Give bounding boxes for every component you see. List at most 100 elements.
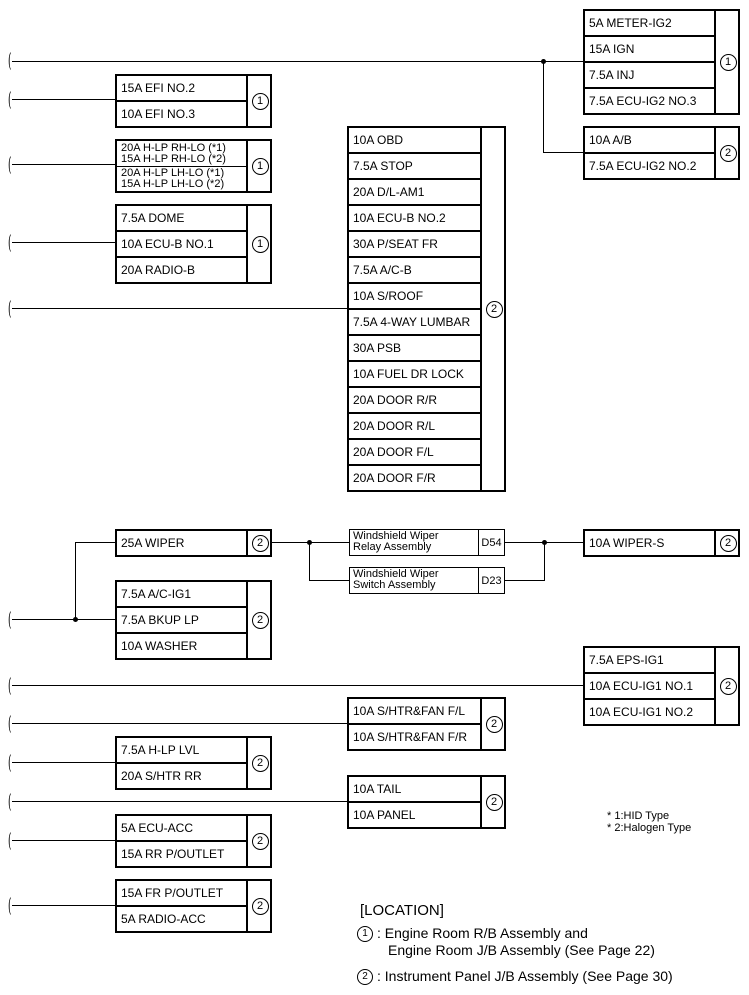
fuse-label: 7.5A ECU-IG2 NO.2: [589, 159, 697, 173]
fuse-box-acig1: 7.5A A/C-IG1 7.5A BKUP LP 10A WASHER 2: [115, 580, 272, 660]
fuse-label: 15A EFI NO.2: [117, 76, 246, 102]
fuse-box-shtr: 10A S/HTR&FAN F/L 10A S/HTR&FAN F/R 2: [347, 697, 506, 751]
location-marker: 2: [246, 881, 272, 931]
fuse-label: 10A WIPER-S: [589, 536, 665, 550]
location-number: 1: [251, 92, 269, 110]
fuse-box-efi: 15A EFI NO.2 10A EFI NO.3 1: [115, 74, 272, 128]
wire-bracket: (: [8, 48, 12, 72]
wire-meter: [12, 61, 585, 62]
fuse-box-fr-outlet: 15A FR P/OUTLET 5A RADIO-ACC 2: [115, 879, 272, 933]
location-number: 1: [357, 926, 373, 942]
wire-bracket: (: [8, 673, 12, 697]
wire-fr: [12, 905, 117, 906]
location-number: 2: [251, 534, 269, 552]
location-number: 1: [251, 235, 269, 253]
location-number: 2: [485, 300, 503, 318]
wire-acc: [12, 840, 117, 841]
wire-bracket: (: [8, 711, 12, 735]
wire-wiper-riser: [75, 542, 76, 620]
wire-switch-drop: [309, 542, 310, 581]
fuse-label: 10A EFI NO.3: [121, 107, 196, 121]
location-marker: 2: [246, 738, 272, 788]
fuse-label: 10A PANEL: [353, 808, 416, 822]
fuse-label: 10A ECU-B NO.2: [349, 206, 480, 232]
location-entry-line: : Instrument Panel J/B Assembly (See Pag…: [377, 968, 673, 984]
fuse-label: 10A OBD: [349, 128, 480, 154]
location-entry-1: 1 : Engine Room R/B Assembly and Engine …: [357, 925, 655, 959]
wire-bracket: (: [8, 230, 12, 254]
fuse-box-dome: 7.5A DOME 10A ECU-B NO.1 20A RADIO-B 1: [115, 204, 272, 284]
fuse-label: 7.5A ECU-IG2 NO.3: [589, 94, 697, 108]
location-number: 1: [719, 53, 737, 71]
location-marker: 2: [714, 648, 740, 724]
location-number: 2: [251, 611, 269, 629]
relay-label: Windshield Wiper Switch Assembly: [353, 569, 439, 591]
location-marker: 1: [714, 11, 740, 113]
fuse-box-obd: 10A OBD 7.5A STOP 20A D/L-AM1 10A ECU-B …: [347, 126, 506, 492]
wire-efi: [12, 99, 117, 100]
wire-ab: [543, 152, 585, 153]
junction-dot: [542, 540, 547, 545]
location-marker: 1: [246, 76, 272, 126]
fuse-label: 10A ECU-B NO.1: [117, 232, 246, 258]
fuse-box-ab: 10A A/B 7.5A ECU-IG2 NO.2 2: [583, 126, 740, 180]
location-marker: 2: [246, 816, 272, 866]
fuse-label: 7.5A 4-WAY LUMBAR: [349, 310, 480, 336]
location-number: 2: [485, 793, 503, 811]
wire-ab-drop: [543, 61, 544, 153]
fuse-label: 7.5A BKUP LP: [117, 608, 246, 634]
wire-bracket: (: [8, 296, 12, 320]
location-entry-text: : Engine Room R/B Assembly and Engine Ro…: [377, 925, 655, 959]
fuse-box-tail: 10A TAIL 10A PANEL 2: [347, 775, 506, 829]
fuse-label: 7.5A H-LP LVL: [117, 738, 246, 764]
fuse-label: 10A A/B: [585, 128, 714, 154]
location-entry-2: 2 : Instrument Panel J/B Assembly (See P…: [357, 968, 673, 985]
fuse-box-wiper: 25A WIPER 2: [115, 529, 272, 557]
fuse-label-line: 20A H-LP LH-LO (*1): [121, 167, 225, 179]
fuse-label-line: 15A H-LP LH-LO (*2): [121, 178, 225, 190]
location-number: 2: [719, 677, 737, 695]
fuse-label: 10A TAIL: [349, 777, 480, 803]
wire-bracket: (: [8, 893, 12, 917]
location-number: 2: [357, 969, 373, 985]
wire-eps: [12, 685, 585, 686]
location-marker: 2: [246, 582, 272, 658]
wire-bracket: (: [8, 789, 12, 813]
fuse-box-hlp-lvl: 7.5A H-LP LVL 20A S/HTR RR 2: [115, 736, 272, 790]
wire-switch-left: [309, 580, 350, 581]
fuse-label: 20A DOOR R/L: [349, 414, 480, 440]
location-title: [LOCATION]: [360, 902, 444, 919]
location-entry-line: Engine Room J/B Assembly (See Page 22): [388, 942, 655, 958]
fuse-label: 7.5A INJ: [585, 63, 714, 89]
fuse-label: 15A FR P/OUTLET: [117, 881, 246, 907]
fuse-label: 20A DOOR R/R: [349, 388, 480, 414]
wire-bracket: (: [8, 607, 12, 631]
fuse-label: 10A ECU-IG1 NO.2: [589, 705, 694, 719]
wire-shtr: [12, 723, 349, 724]
fuse-label: 7.5A EPS-IG1: [585, 648, 714, 674]
fuse-label: 15A RR P/OUTLET: [121, 847, 225, 861]
junction-dot: [73, 617, 78, 622]
fuse-box-hlp: 20A H-LP RH-LO (*1) 15A H-LP RH-LO (*2) …: [115, 139, 272, 193]
wiper-relay-assembly: Windshield Wiper Relay Assembly D54: [349, 529, 505, 556]
fuse-label: 20A RADIO-B: [121, 263, 196, 277]
fuse-label: 7.5A A/C-B: [349, 258, 480, 284]
fuse-label-line: 20A H-LP RH-LO (*1): [121, 141, 226, 154]
location-marker: 2: [246, 531, 272, 555]
relay-label: Windshield Wiper Relay Assembly: [353, 531, 439, 553]
fuse-label: 5A ECU-ACC: [117, 816, 246, 842]
location-marker: 2: [714, 531, 740, 555]
junction-dot: [541, 59, 546, 64]
location-number: 2: [719, 144, 737, 162]
fuse-label: 10A S/HTR&FAN F/L: [349, 699, 480, 725]
fuse-label: 30A P/SEAT FR: [349, 232, 480, 258]
fuse-box-meter: 5A METER-IG2 15A IGN 7.5A INJ 7.5A ECU-I…: [583, 9, 740, 115]
wire-bracket: (: [8, 152, 12, 176]
fuse-label: 10A S/HTR&FAN F/R: [353, 730, 468, 744]
wire-tail: [12, 801, 349, 802]
fuse-label: 7.5A STOP: [349, 154, 480, 180]
location-marker: 2: [480, 777, 506, 827]
fuse-label: 10A WASHER: [121, 639, 198, 653]
fuse-label: 20A S/HTR RR: [121, 769, 202, 783]
